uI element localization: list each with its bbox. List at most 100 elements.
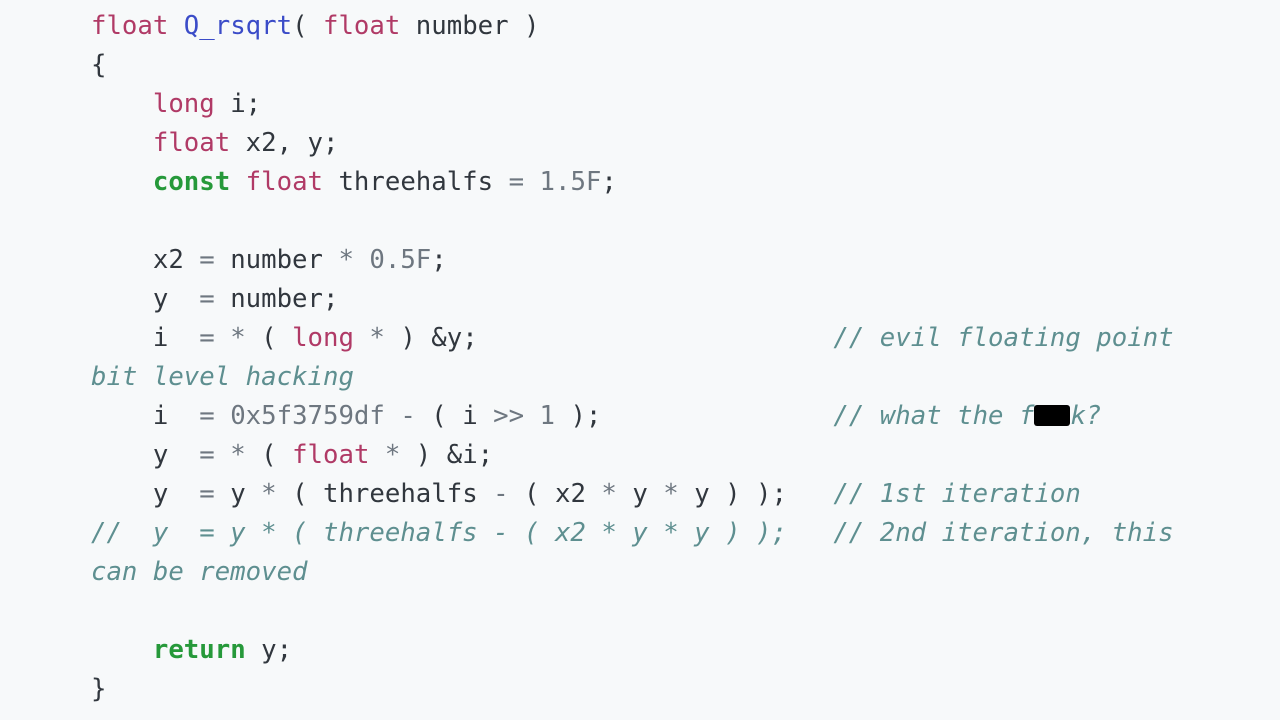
code-segment: = [199, 401, 215, 431]
code-segment: * [338, 245, 354, 275]
code-segment: i; [214, 89, 262, 119]
code-segment: { [91, 50, 107, 80]
code-segment: ; [431, 245, 447, 275]
code-segment: i [91, 323, 200, 353]
code-line-8: y = number; [91, 280, 1280, 319]
code-segment: const [152, 167, 231, 197]
code-segment: 1 [539, 401, 555, 431]
censor-box [1034, 405, 1071, 426]
code-segment: * [369, 323, 385, 353]
code-line-12: y = * ( float * ) &i; [91, 436, 1280, 475]
code-line-13: y = y * ( threehalfs - ( x2 * y * y ) );… [91, 475, 1280, 514]
code-comment: can be removed [91, 557, 308, 587]
code-segment: * [384, 440, 401, 470]
code-line-15: can be removed [91, 553, 1280, 592]
code-line-10: bit level hacking [91, 358, 1280, 397]
code-line-2: { [91, 46, 1280, 85]
code-segment: ( threehalfs [276, 479, 494, 509]
code-segment [215, 323, 230, 353]
code-segment: threehalfs [323, 167, 509, 197]
code-segment: float [91, 11, 169, 41]
code-segment: ( x2 [508, 479, 602, 509]
code-segment: ); [555, 401, 602, 431]
code-segment: } [91, 674, 107, 704]
code-comment: // what the f [833, 401, 1035, 431]
code-segment [601, 401, 833, 431]
code-segment [385, 401, 400, 431]
code-comment: // evil floating point [833, 323, 1174, 353]
code-segment: ( [292, 11, 323, 41]
code-segment: * [663, 479, 679, 509]
code-line-14: // y = y * ( threehalfs - ( x2 * y * y )… [91, 514, 1280, 553]
code-segment: number ) [400, 11, 540, 41]
code-segment [354, 245, 369, 275]
code-segment [215, 401, 230, 431]
code-segment: = [199, 245, 215, 275]
code-segment: float [152, 128, 231, 158]
code-comment: // y = y * ( threehalfs - ( x2 * y * y )… [91, 518, 1174, 548]
code-line-11: i = 0x5f3759df - ( i >> 1 ); // what the… [91, 397, 1280, 436]
code-segment [168, 11, 183, 41]
code-segment: * [230, 440, 246, 470]
code-segment: y [91, 440, 200, 470]
code-line-3: long i; [91, 85, 1280, 124]
code-segment: 0.5F [369, 245, 432, 275]
code-segment [91, 128, 153, 158]
code-segment: ) &y; [384, 323, 478, 353]
code-segment: y; [245, 635, 293, 665]
code-segment: x2, y; [230, 128, 339, 158]
code-segment [787, 479, 833, 509]
code-segment: number; [214, 284, 339, 314]
code-segment: float [245, 167, 323, 197]
code-segment: float [292, 440, 370, 470]
code-segment [91, 167, 153, 197]
code-line-1: float Q_rsqrt( float number ) [91, 7, 1280, 46]
code-segment: = [199, 440, 215, 470]
code-segment: x2 [91, 245, 200, 275]
code-segment: = [199, 479, 215, 509]
code-segment: * [601, 479, 617, 509]
code-line-18: } [91, 670, 1280, 709]
code-segment [524, 401, 539, 431]
code-segment [215, 440, 230, 470]
code-line-16 [91, 592, 1280, 631]
code-segment: long [152, 89, 215, 119]
code-segment [91, 635, 153, 665]
code-segment: y [91, 284, 200, 314]
code-segment: ) &i; [400, 440, 494, 470]
code-comment: bit level hacking [91, 362, 354, 392]
code-segment: >> [493, 401, 525, 431]
code-line-4: float x2, y; [91, 124, 1280, 163]
code-segment: y [214, 479, 262, 509]
code-line-6 [91, 202, 1280, 241]
code-segment: = [199, 323, 215, 353]
code-segment [230, 167, 245, 197]
code-comment: // 1st iteration [833, 479, 1081, 509]
code-line-17: return y; [91, 631, 1280, 670]
code-segment: * [230, 323, 246, 353]
code-segment: - [493, 479, 509, 509]
code-segment: ( [245, 440, 293, 470]
code-segment [354, 323, 369, 353]
code-segment: Q_rsqrt [183, 11, 293, 41]
code-line-7: x2 = number * 0.5F; [91, 241, 1280, 280]
code-segment: ( i [415, 401, 494, 431]
code-segment [91, 89, 153, 119]
code-segment [524, 167, 539, 197]
code-segment: 0x5f3759df [230, 401, 385, 431]
code-segment: = [199, 284, 215, 314]
code-segment: y ) ); [678, 479, 787, 509]
code-segment: - [400, 401, 416, 431]
code-line-5: const float threehalfs = 1.5F; [91, 163, 1280, 202]
code-segment: long [292, 323, 354, 353]
code-segment: * [261, 479, 277, 509]
code-segment: ( [245, 323, 293, 353]
code-segment: number [214, 245, 339, 275]
code-line-9: i = * ( long * ) &y; // evil floating po… [91, 319, 1280, 358]
code-segment: ; [601, 167, 617, 197]
code-comment: k? [1070, 401, 1102, 431]
code-segment [369, 440, 384, 470]
code-segment: i [91, 401, 200, 431]
code-segment: y [91, 479, 200, 509]
